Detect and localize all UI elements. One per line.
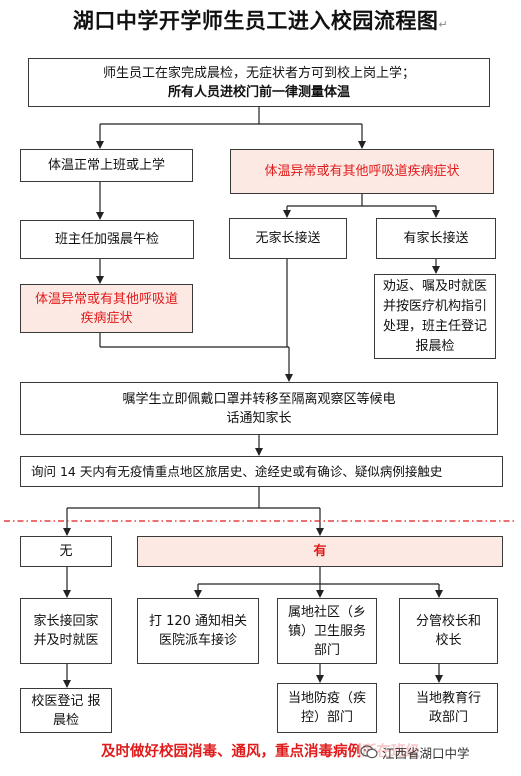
has-parent-box: 有家长接送 (376, 218, 496, 259)
isolation-box: 嘱学生立即佩戴口罩并转移至隔离观察区等候电话通知家长 (20, 382, 498, 435)
return-mark: ↵ (438, 18, 449, 31)
inquiry-box: 询问 14 天内有无疫情重点地区旅居史、途经史或有确诊、疑似病例接触史 (20, 456, 503, 487)
start-line-2: 所有人员进校门前一律测量体温 (167, 84, 350, 100)
teacher-check-box: 班主任加强晨午检 (20, 220, 194, 259)
advise-home-box: 劝返、嘱及时就医并按医疗机构指引处理，班主任登记报晨检 (374, 274, 496, 359)
start-instruction-box: 师生员工在家完成晨检，无症状者方可到校上岗上学； 所有人员进校门前一律测量体温 (28, 58, 490, 107)
school-doctor-box: 校医登记 报晨检 (20, 688, 112, 733)
no-parent-box: 无家长接送 (229, 218, 347, 259)
education-dept-box: 当地教育行政部门 (399, 683, 498, 733)
abnormal-temperature-box: 体温异常或有其他呼吸道疾病症状 (230, 149, 494, 194)
principal-box: 分管校长和校长 (399, 598, 498, 664)
disinfection-note: 及时做好校园消毒、通风，重点消毒病例所在班级 (101, 744, 420, 760)
has-history-box: 有 (137, 536, 503, 567)
community-health-box: 属地社区（乡镇）卫生服务部门 (277, 598, 377, 664)
call-120-box: 打 120 通知相关医院派车接诊 (137, 598, 259, 664)
cdc-box: 当地防疫（疾控）部门 (277, 683, 377, 733)
wechat-icon (360, 745, 378, 759)
normal-temperature-box: 体温正常上班或上学 (20, 149, 193, 182)
parent-pickup-box: 家长接回家并及时就医 (20, 598, 112, 664)
watermark: 江西省湖口中学 (360, 740, 518, 764)
abnormal-again-box: 体温异常或有其他呼吸道疾病症状 (20, 284, 193, 333)
watermark-text: 江西省湖口中学 (382, 745, 470, 761)
no-history-box: 无 (20, 536, 112, 567)
start-line-1: 师生员工在家完成晨检，无症状者方可到校上岗上学； (102, 65, 415, 81)
page-title: 湖口中学开学师生员工进入校园流程图↵ (72, 9, 449, 33)
